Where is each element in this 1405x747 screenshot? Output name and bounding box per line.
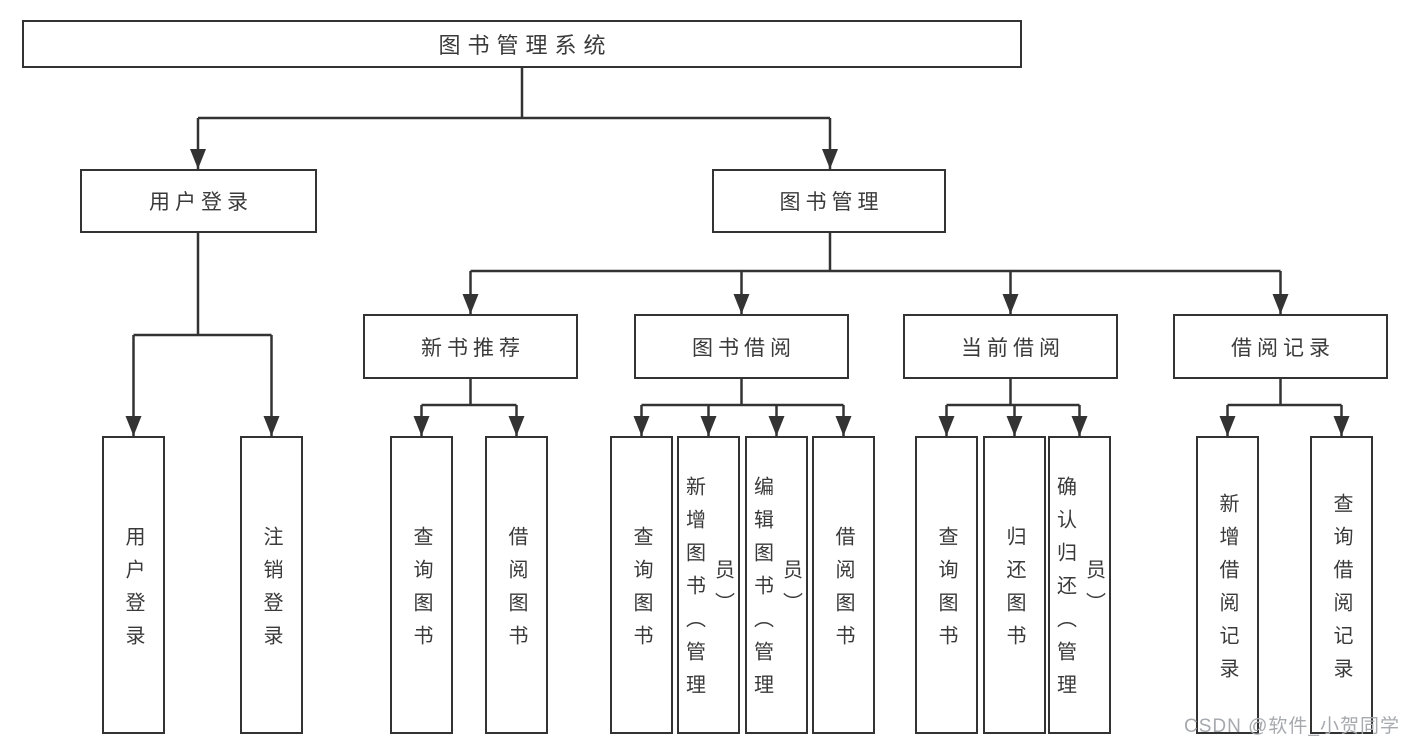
edge-new-book-recommend-to-children (413, 379, 525, 436)
node-add-borrow-record: 新增借阅记录 (1196, 436, 1259, 734)
node-logout-action: 注销登录 (240, 436, 303, 734)
edge-root-to-level2 (190, 68, 838, 169)
node-user-login: 用户登录 (80, 169, 317, 233)
node-borrow-books-recommend: 借阅图书 (485, 436, 548, 734)
node-borrow-records: 借阅记录 (1173, 314, 1388, 379)
node-borrow-books: 借阅图书 (812, 436, 875, 734)
node-confirm-return-admin: 确认归还（管理员） (1048, 436, 1111, 734)
edge-book-borrow-to-children (633, 379, 852, 436)
node-book-management: 图书管理 (712, 169, 946, 233)
edge-book-management-to-level3 (462, 233, 1289, 314)
node-query-books-borrow: 查询图书 (610, 436, 673, 734)
node-return-books: 归还图书 (983, 436, 1046, 734)
node-query-books-current: 查询图书 (915, 436, 978, 734)
node-query-books-recommend: 查询图书 (390, 436, 453, 734)
node-new-book-recommend: 新书推荐 (363, 314, 578, 379)
node-library-management-system: 图书管理系统 (22, 20, 1022, 68)
edge-current-borrow-to-children (938, 379, 1088, 436)
node-current-borrow: 当前借阅 (903, 314, 1118, 379)
node-user-login-action: 用户登录 (102, 436, 165, 734)
watermark-text: CSDN @软件_小贺同学 (1184, 716, 1400, 737)
edge-user-login-to-children (125, 233, 280, 436)
edge-borrow-records-to-children (1219, 379, 1350, 436)
node-edit-books-admin: 编辑图书（管理员） (745, 436, 808, 734)
node-add-books-admin: 新增图书（管理员） (677, 436, 740, 734)
node-book-borrow: 图书借阅 (634, 314, 849, 379)
node-query-borrow-record: 查询借阅记录 (1310, 436, 1373, 734)
